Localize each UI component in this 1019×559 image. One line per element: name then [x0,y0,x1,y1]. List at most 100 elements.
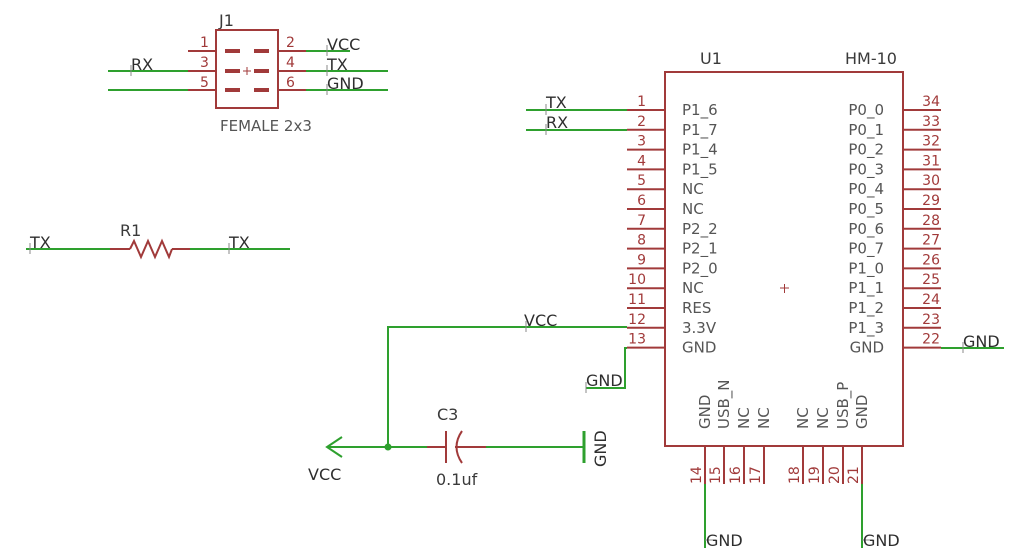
u1-net-rx[interactable]: RX [526,113,627,135]
u1-pin-23-number: 23 [922,312,940,328]
u1-net-gnd-21[interactable]: GND [861,484,900,550]
u1-pin-8-number: 8 [637,233,646,249]
u1-net-tx-label: TX [545,93,567,112]
u1-pin-13-name: GND [682,339,716,357]
u1-pin-7-number: 7 [637,213,646,229]
u1-pin-27-number: 27 [922,233,940,249]
u1-pin-34-name: P0_0 [848,101,884,120]
j1-pin-2: 2 [286,35,295,51]
u1-pin-3-number: 3 [637,134,646,150]
vcc-supply-symbol[interactable]: VCC [308,436,388,484]
u1-pin-32-name: P0_2 [848,141,884,160]
u1-net-vcc-label: VCC [524,311,557,330]
j1-pin-stubs [188,50,306,91]
u1-pin-6-name: NC [682,200,704,218]
u1-pin-21-number: 21 [846,466,862,484]
u1-pin-17-number: 17 [748,466,764,484]
u1-pin-15-number: 15 [708,466,724,484]
u1-net-rx-label: RX [546,113,568,132]
u1-pin-8-name: P2_1 [682,240,718,259]
u1-pin-11-number: 11 [628,292,646,308]
u1-net-tx[interactable]: TX [526,93,627,115]
u1-pin-31-name: P0_3 [848,160,884,179]
u1-pin-19-number: 19 [807,466,823,484]
vcc-supply-label: VCC [308,465,341,484]
j1-net-gnd[interactable]: GND [306,74,388,95]
u1-pin-10-number: 10 [628,272,646,288]
u1-pin-33-name: P0_1 [848,121,884,140]
j1-net-tx[interactable]: TX [306,55,388,76]
u1-pin-9-number: 9 [637,252,646,268]
u1-pin-6-number: 6 [637,193,646,209]
u1-pin-28-name: P0_6 [848,220,884,239]
u1-pin-5-name: NC [682,180,704,198]
u1-pin-4-number: 4 [637,153,646,169]
u1-pin-12-number: 12 [628,312,646,328]
capacitor-c3[interactable]: C3 0.1uf GND [388,405,610,489]
j1-net-vcc[interactable]: VCC [306,35,360,56]
u1-net-gnd-13[interactable]: GND [585,347,627,393]
u1-net-gnd21-label: GND [863,531,900,550]
j1-pin-3: 3 [200,55,209,71]
j1-net-rx-label: RX [131,55,153,74]
u1-net-gnd13-label: GND [586,371,623,390]
u1-pin-12-name: 3.3V [682,319,717,337]
j1-net-tx-label: TX [326,55,348,74]
j1-ref-label: J1 [218,11,234,30]
c3-ref-label: C3 [437,405,458,424]
j1-origin-mark [243,67,251,75]
u1-right-pins: 34P0_033P0_132P0_231P0_330P0_429P0_528P0… [848,94,941,357]
u1-pin-14-number: 14 [689,466,705,484]
u1-pin-22-name: GND [850,339,884,357]
u1-pin-25-number: 25 [922,272,940,288]
u1-pin-15-name: USB_N [715,379,734,429]
j1-pin-5: 5 [200,75,209,91]
j1-net-gnd-label: GND [327,74,364,93]
r1-left-net-label: TX [29,233,51,252]
u1-pin-14-name: GND [696,395,714,429]
u1-pin-33-number: 33 [922,114,940,130]
j1-body [215,29,279,109]
u1-pin-9-name: P2_0 [682,259,718,278]
u1-pin-1-name: P1_6 [682,101,718,120]
u1-pin-16-number: 16 [728,466,744,484]
u1-pin-28-number: 28 [922,213,940,229]
u1-pin-7-name: P2_2 [682,220,718,239]
u1-pin-10-name: NC [682,279,704,297]
u1-pin-17-name: NC [755,407,773,429]
u1-net-vcc[interactable]: VCC [387,311,627,447]
u1-pin-29-name: P0_5 [848,200,884,219]
u1-pin-24-number: 24 [922,292,940,308]
u1-pin-25-name: P1_1 [848,279,884,298]
u1-pin-13-number: 13 [628,332,646,348]
u1-pin-20-number: 20 [827,466,843,484]
r1-zigzag [129,238,173,260]
u1-pin-29-number: 29 [922,193,940,209]
j1-pin-4: 4 [286,55,295,71]
resistor-r1[interactable]: TX R1 TX [26,221,290,260]
u1-net-gnd-22[interactable]: GND [941,332,1004,353]
j1-contacts [225,49,269,92]
u1-pin-18-number: 18 [787,466,803,484]
u1-pin-24-name: P1_2 [848,299,884,318]
u1-pin-3-name: P1_4 [682,141,718,160]
u1-pin-16-name: NC [735,407,753,429]
u1-net-gnd-14[interactable]: GND [704,484,743,550]
u1-pin-18-name: NC [794,407,812,429]
u1-pin-30-name: P0_4 [848,180,884,199]
u1-pin-5-number: 5 [637,173,646,189]
j1-value-label: FEMALE 2x3 [220,117,312,135]
c3-value-label: 0.1uf [436,470,478,489]
u1-ref-label: U1 [700,49,722,68]
u1-pin-26-name: P1_0 [848,259,884,278]
u1-pin-1-number: 1 [637,94,646,110]
u1-pin-19-name: NC [814,407,832,429]
u1-pin-4-name: P1_5 [682,160,718,179]
u1-net-gnd14-label: GND [706,531,743,550]
connector-j1[interactable]: J1 1 3 5 2 4 6 FEMALE 2x3 [188,11,312,135]
j1-pin-6: 6 [286,75,295,91]
j1-net-rx[interactable]: RX [108,55,188,76]
